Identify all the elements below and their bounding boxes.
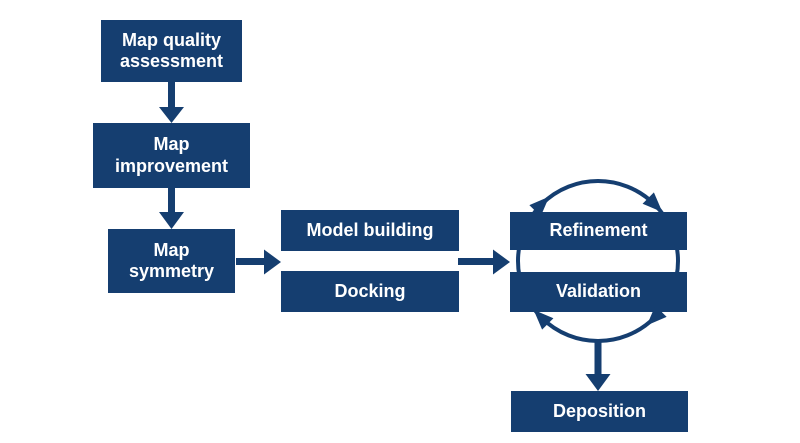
arrowhead-down-icon: [159, 212, 184, 229]
arrow-modeling-to-refinement: [458, 249, 510, 275]
node-validation: Validation: [510, 272, 687, 312]
arrow-quality-to-improvement: [159, 82, 184, 123]
node-map-quality-assessment: Map quality assessment: [101, 20, 242, 82]
arrowhead-down-icon: [159, 107, 184, 123]
node-docking: Docking: [281, 271, 459, 312]
arrow-cycle-to-deposition: [585, 341, 611, 391]
node-map-improvement: Map improvement: [93, 123, 250, 188]
node-refinement: Refinement: [510, 212, 687, 250]
node-map-symmetry: Map symmetry: [108, 229, 235, 293]
arrowhead-down-icon: [585, 374, 611, 391]
arrow-symmetry-to-modeling: [236, 249, 281, 275]
node-model-building: Model building: [281, 210, 459, 251]
arrowhead-right-icon: [493, 249, 510, 275]
node-deposition: Deposition: [511, 391, 688, 432]
refine-validate-cycle-circle: [516, 179, 680, 343]
arrow-improvement-to-symmetry: [159, 188, 184, 229]
arrowhead-right-icon: [264, 249, 281, 275]
